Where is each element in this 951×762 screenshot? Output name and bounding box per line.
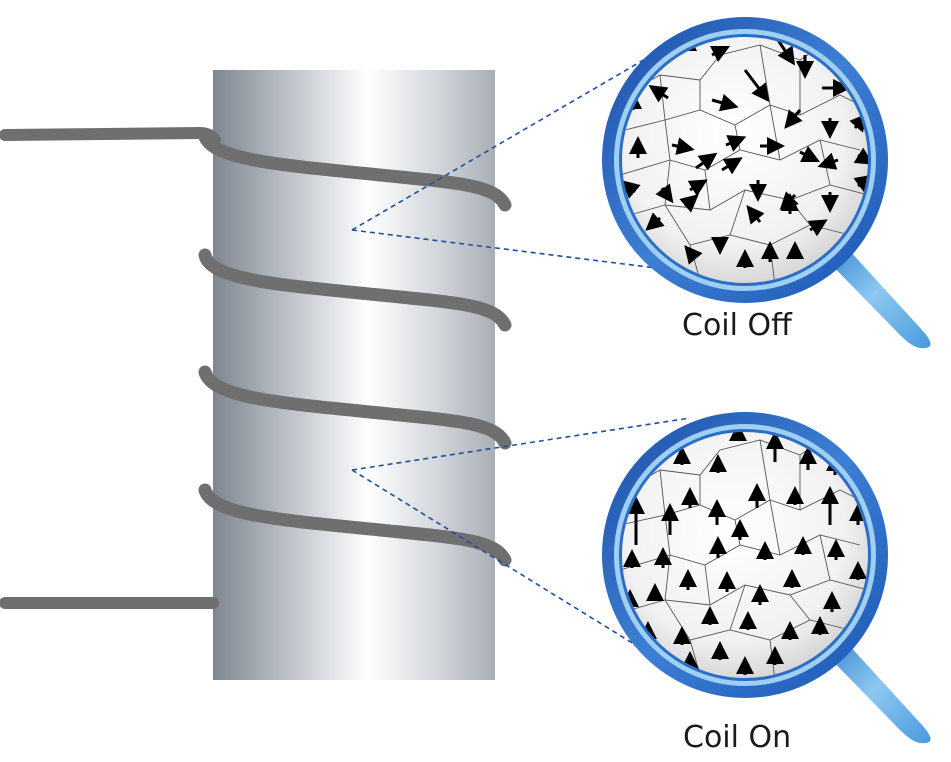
magnifier-lens [622, 432, 868, 678]
coil-windings [198, 130, 512, 567]
magnifier-coil-on: Coil On [602, 412, 931, 755]
magnifier-handle [820, 633, 931, 744]
magnifier-coil-off: Coil Off [602, 17, 931, 349]
magnifier-handle [820, 238, 931, 349]
domain-arrows-off [622, 37, 868, 268]
label-coil-on: Coil On [683, 720, 791, 755]
magnifier-lens [622, 37, 868, 283]
label-coil-off: Coil Off [682, 308, 793, 343]
zoom-lines-on [351, 417, 691, 666]
lead-wire-top [0, 126, 221, 146]
zoom-lines-off [351, 54, 673, 271]
